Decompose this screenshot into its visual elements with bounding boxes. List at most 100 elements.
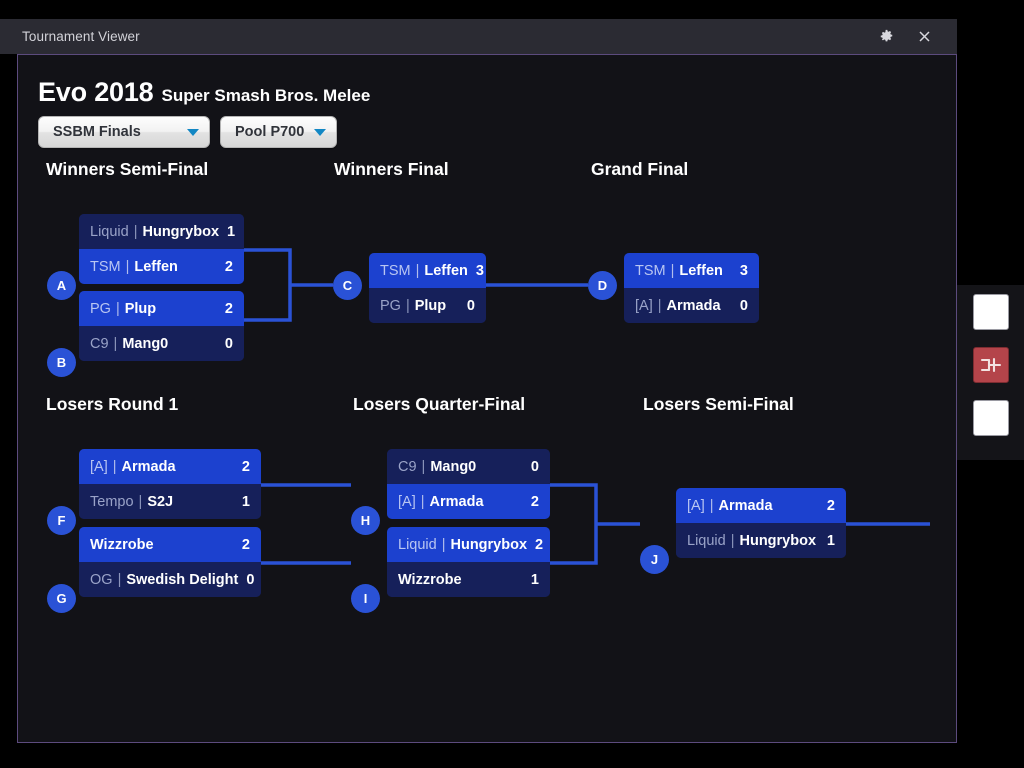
slot-team: TSM [380,262,411,279]
bracket-tree-icon[interactable] [973,347,1009,383]
window-title: Tournament Viewer [22,29,140,44]
slot-team: [A] [90,458,108,475]
selector-bar: SSBM Finals Pool P700 [38,116,338,148]
slot-sep: | [138,493,143,510]
slot-player: Wizzrobe [398,571,462,588]
slot-team: PG [380,297,401,314]
content-panel: Evo 2018 Super Smash Bros. Melee SSBM Fi… [17,54,957,743]
close-icon[interactable] [913,26,935,48]
match-node-A[interactable]: A [47,271,76,300]
match-card-F[interactable]: [A] | Armada 2 Tempo | S2J 1 [79,449,261,519]
match-slot[interactable]: PG | Plup 2 [79,291,244,326]
pool-select-value: Pool P700 [235,124,305,140]
round-title-losers-semi-final: Losers Semi-Final [643,394,794,414]
match-card-C[interactable]: TSM | Leffen 3 PG | Plup 0 [369,253,486,323]
side-dock [957,285,1024,460]
round-title-winners-semi-final: Winners Semi-Final [46,159,209,179]
chevron-down-icon [187,128,199,136]
slot-player: Hungrybox [739,532,817,549]
slot-player: Armada [121,458,176,475]
slot-sep: | [133,223,138,240]
match-slot[interactable]: PG | Plup 0 [369,288,486,323]
match-card-H[interactable]: C9 | Mang0 0 [A] | Armada 2 [387,449,550,519]
slot-player: Mang0 [430,458,477,475]
match-slot[interactable]: Wizzrobe 1 [387,562,550,597]
slot-player: S2J [147,493,174,510]
match-slot[interactable]: Tempo | S2J 1 [79,484,261,519]
slot-team: Liquid [687,532,726,549]
match-card-D[interactable]: TSM | Leffen 3 [A] | Armada 0 [624,253,759,323]
window-titlebar: Tournament Viewer [0,19,957,54]
slot-player: Wizzrobe [90,536,154,553]
match-slot[interactable]: TSM | Leffen 3 [369,253,486,288]
slot-sep: | [115,300,120,317]
slot-sep: | [405,297,410,314]
match-node-B[interactable]: B [47,348,76,377]
match-node-H[interactable]: H [351,506,380,535]
slot-team: OG [90,571,113,588]
slot-team: TSM [635,262,666,279]
match-card-B[interactable]: PG | Plup 2 C9 | Mang0 0 [79,291,244,361]
match-node-D[interactable]: D [588,271,617,300]
slot-sep: | [415,262,420,279]
slot-player: Armada [429,493,484,510]
slot-player: Leffen [424,262,468,279]
slot-player: Hungrybox [142,223,220,240]
slot-team: TSM [90,258,121,275]
slot-score: 2 [224,258,233,275]
slot-player: Leffen [134,258,178,275]
pool-select[interactable]: Pool P700 [220,116,338,148]
match-node-G[interactable]: G [47,584,76,613]
match-node-C[interactable]: C [333,271,362,300]
phase-select[interactable]: SSBM Finals [38,116,210,148]
blank-square-icon[interactable] [973,400,1009,436]
match-card-I[interactable]: Liquid | Hungrybox 2 Wizzrobe 1 [387,527,550,597]
bracket-canvas: Winners Semi-Final Winners Final Grand F… [18,55,958,744]
slot-sep: | [112,458,117,475]
match-slot[interactable]: OG | Swedish Delight 0 [79,562,261,597]
phase-select-value: SSBM Finals [53,124,141,140]
match-card-G[interactable]: Wizzrobe 2 OG | Swedish Delight 0 [79,527,261,597]
slot-team: PG [90,300,111,317]
slot-sep: | [125,258,130,275]
window-controls [875,26,935,48]
slot-score: 2 [826,497,835,514]
slot-sep: | [441,536,446,553]
round-title-grand-final: Grand Final [591,159,689,179]
slot-team: [A] [687,497,705,514]
match-slot[interactable]: Liquid | Hungrybox 1 [676,523,846,558]
slot-player: Armada [666,297,721,314]
blank-square-icon[interactable] [973,294,1009,330]
match-node-F[interactable]: F [47,506,76,535]
match-slot[interactable]: [A] | Armada 0 [624,288,759,323]
slot-score: 1 [227,223,236,240]
slot-score: 1 [826,532,835,549]
match-slot[interactable]: C9 | Mang0 0 [387,449,550,484]
slot-player: Swedish Delight [126,571,239,588]
match-slot[interactable]: [A] | Armada 2 [387,484,550,519]
slot-score: 2 [241,536,250,553]
slot-player: Leffen [679,262,723,279]
match-slot[interactable]: TSM | Leffen 3 [624,253,759,288]
chevron-down-icon [314,128,327,136]
match-card-J[interactable]: [A] | Armada 2 Liquid | Hungrybox 1 [676,488,846,558]
match-slot[interactable]: Liquid | Hungrybox 2 [387,527,550,562]
slot-sep: | [670,262,675,279]
slot-sep: | [420,493,425,510]
slot-sep: | [709,497,714,514]
match-node-J[interactable]: J [640,545,669,574]
match-slot[interactable]: Liquid | Hungrybox 1 [79,214,244,249]
slot-team: [A] [398,493,416,510]
slot-team: C9 [90,335,109,352]
match-node-I[interactable]: I [351,584,380,613]
slot-team: Liquid [398,536,437,553]
match-slot[interactable]: Wizzrobe 2 [79,527,261,562]
slot-team: Tempo [90,493,134,510]
match-slot[interactable]: [A] | Armada 2 [79,449,261,484]
match-slot[interactable]: [A] | Armada 2 [676,488,846,523]
round-title-losers-round-1: Losers Round 1 [46,394,179,414]
match-card-A[interactable]: Liquid | Hungrybox 1 TSM | Leffen 2 [79,214,244,284]
gear-icon[interactable] [875,26,897,48]
match-slot[interactable]: C9 | Mang0 0 [79,326,244,361]
match-slot[interactable]: TSM | Leffen 2 [79,249,244,284]
